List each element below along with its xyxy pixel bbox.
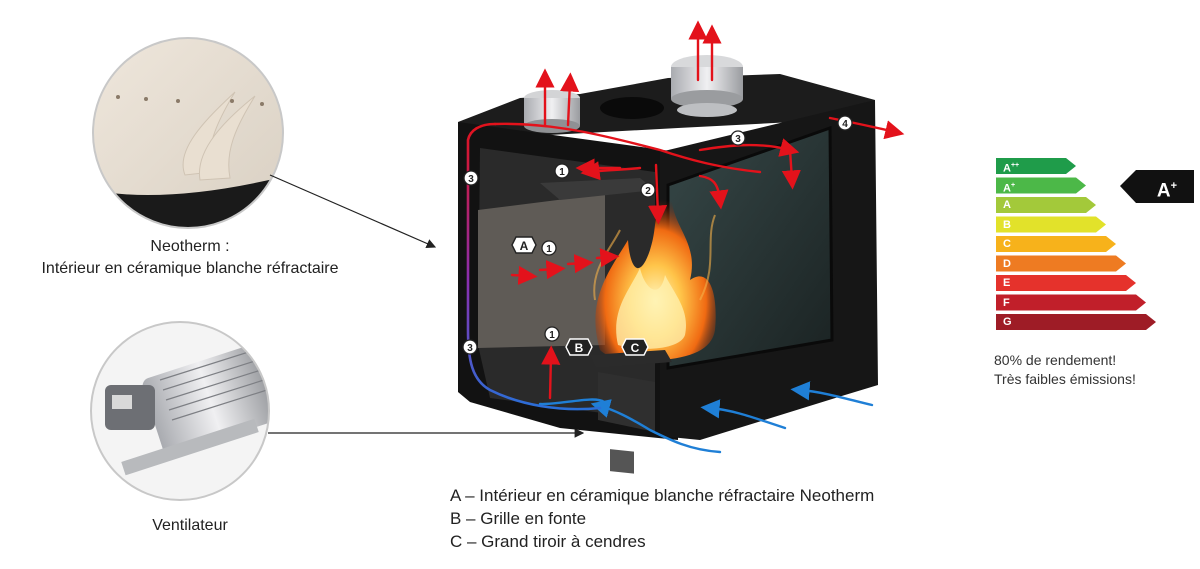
fan-caption-label: Ventilateur (152, 517, 228, 534)
energy-class-bar-7 (996, 294, 1146, 311)
marker-3-lower-left-label: 3 (467, 343, 473, 354)
fan-photo (90, 321, 270, 501)
marker-1-bottom-label: 1 (549, 330, 555, 341)
marker-c-label: C (631, 341, 640, 355)
cold-air-flows (538, 381, 874, 454)
marker-b-label: B (575, 341, 584, 355)
energy-scale (996, 158, 1156, 330)
energy-class-label-1: A+ (1003, 181, 1016, 195)
marker-3-upper-left: 3 (463, 170, 479, 186)
energy-rating-badge-shape (1120, 170, 1194, 203)
energy-class-bar-3 (996, 216, 1106, 233)
emissions-line: Très faibles émissions! (994, 371, 1136, 387)
energy-class-label-7: F (1003, 296, 1010, 309)
hot-air-flows (493, 20, 905, 400)
marker-b: B (565, 338, 593, 356)
energy-class-label-8: G (1003, 316, 1012, 328)
efficiency-line: 80% de rendement! (994, 352, 1117, 368)
energy-class-bar-2 (996, 197, 1096, 213)
marker-1-top-label: 1 (559, 167, 565, 178)
energy-class-label-0: A++ (1003, 162, 1020, 175)
energy-class-bar-6 (996, 275, 1136, 291)
energy-class-bar-0 (996, 158, 1076, 174)
legend-c: C – Grand tiroir à cendres (450, 532, 646, 551)
marker-1-mid-label: 1 (546, 244, 552, 255)
marker-1-top: 1 (554, 163, 570, 179)
neotherm-photo (92, 37, 284, 229)
neotherm-caption-title: Neotherm : (150, 238, 230, 255)
energy-class-label-6: E (1003, 277, 1011, 289)
marker-2: 2 (640, 182, 656, 198)
marker-a: A (511, 236, 537, 254)
marker-c: C (621, 338, 649, 356)
air-inlet-riser (466, 122, 602, 411)
marker-1-mid: 1 (541, 240, 557, 256)
fan-caption: Ventilateur (130, 515, 250, 537)
energy-class-bar-4 (996, 236, 1116, 252)
neotherm-caption-desc: Intérieur en céramique blanche réfractai… (41, 260, 339, 277)
neotherm-caption: Neotherm : Intérieur en céramique blanch… (20, 236, 360, 280)
cast-iron-grate (590, 350, 672, 368)
energy-class-bar-1 (996, 177, 1086, 194)
efficiency-text: 80% de rendement! Très faibles émissions… (994, 351, 1136, 389)
marker-4: 4 (837, 115, 853, 131)
marker-3-upper-left-label: 3 (468, 174, 474, 185)
zone-legend: A – Intérieur en céramique blanche réfra… (450, 484, 874, 553)
marker-2-label: 2 (645, 186, 651, 197)
energy-class-label-3: B (1003, 218, 1011, 231)
marker-3-top-right-label: 3 (735, 134, 741, 145)
zone-markers: A B C (511, 236, 649, 356)
marker-3-lower-left: 3 (462, 339, 478, 355)
marker-4-label: 4 (842, 119, 848, 130)
marker-3-top-right: 3 (730, 130, 746, 146)
marker-a-label: A (520, 239, 529, 253)
energy-class-label-2: A (1003, 199, 1011, 211)
flames (593, 190, 716, 361)
neotherm-pointer (269, 174, 437, 249)
energy-rating-letter: A (1156, 180, 1171, 202)
legend-b: B – Grille en fonte (450, 509, 587, 528)
marker-1-bottom: 1 (544, 326, 560, 342)
energy-rating-badge: A+ (1142, 170, 1192, 203)
energy-class-label-5: D (1003, 257, 1011, 270)
number-markers: 1 1 1 2 3 3 3 4 (462, 115, 853, 355)
legend-a: A – Intérieur en céramique blanche réfra… (450, 486, 875, 505)
energy-class-bar-5 (996, 255, 1126, 272)
energy-rating-sup: + (1170, 180, 1178, 192)
flue-collars (524, 55, 743, 133)
energy-class-label-4: C (1003, 238, 1011, 250)
energy-class-bar-8 (996, 314, 1156, 330)
